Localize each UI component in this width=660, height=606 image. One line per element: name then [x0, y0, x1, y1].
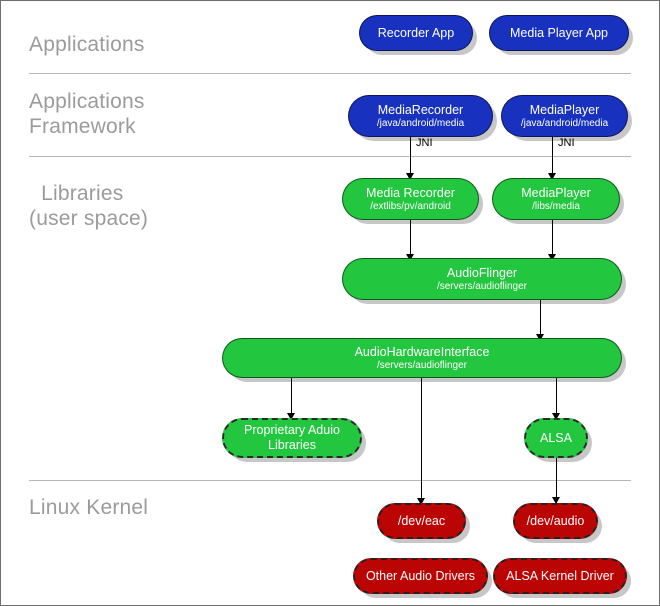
edge-label-jni-player: JNI [558, 137, 575, 149]
connector-alsa-to-dev-audio [556, 457, 557, 503]
layer-label-applications: Applications [29, 33, 145, 56]
connector-mediarecorderlib-to-audioflinger [410, 220, 411, 260]
edge-label-jni-recorder: JNI [416, 137, 433, 149]
arrowhead-mediaplayer-to-lib [548, 173, 556, 180]
node-audiohardwareinterface-subtitle: /servers/audioflinger [376, 359, 468, 371]
node-proprietary-audio-libraries[interactable]: Proprietary Aduio Libraries [222, 418, 362, 458]
node-mediaplayer-lib[interactable]: MediaPlayer /libs/media [492, 178, 620, 220]
node-mediarecorder-framework-subtitle: /java/android/media [376, 117, 465, 129]
connector-mediarecorder-to-lib [410, 137, 411, 179]
arrowhead-ahi-to-alsa [552, 413, 560, 420]
node-mediaplayer-framework-title: MediaPlayer [529, 102, 600, 117]
node-media-recorder-lib[interactable]: Media Recorder /extlibs/pv/android [342, 178, 479, 220]
node-dev-audio-title: /dev/audio [526, 514, 585, 528]
node-mediarecorder-framework[interactable]: MediaRecorder /java/android/media [348, 95, 493, 137]
node-media-recorder-lib-subtitle: /extlibs/pv/android [370, 200, 451, 212]
node-proprietary-audio-libraries-subtitle: Libraries [268, 438, 316, 452]
arrowhead-ahi-to-proprietary [287, 413, 295, 420]
node-proprietary-audio-libraries-title: Proprietary Aduio [244, 423, 340, 437]
arrowhead-alsa-to-dev-audio [552, 497, 560, 504]
connector-mediaplayer-to-lib [552, 137, 553, 179]
node-alsa-title: ALSA [540, 431, 572, 445]
connector-ahi-to-alsa [556, 376, 557, 419]
node-dev-eac[interactable]: /dev/eac [377, 503, 466, 539]
connector-audioflinger-to-ahi [540, 300, 541, 340]
divider-applications [29, 73, 631, 74]
connector-ahi-to-dev-eac [421, 376, 422, 504]
layer-label-applications-framework: Applications Framework [29, 90, 145, 138]
node-audioflinger-subtitle: /servers/audioflinger [436, 280, 528, 292]
node-alsa[interactable]: ALSA [524, 418, 588, 458]
layer-label-linux-kernel: Linux Kernel [29, 496, 149, 519]
divider-framework [29, 156, 631, 157]
node-audioflinger[interactable]: AudioFlinger /servers/audioflinger [342, 258, 622, 300]
node-mediaplayer-lib-subtitle: /libs/media [532, 200, 580, 212]
node-recorder-app-title: Recorder App [377, 26, 455, 40]
connector-mediaplayerlib-to-audioflinger [552, 220, 553, 260]
node-media-player-app[interactable]: Media Player App [489, 15, 629, 51]
node-other-audio-drivers-title: Other Audio Drivers [365, 569, 476, 583]
node-other-audio-drivers[interactable]: Other Audio Drivers [353, 558, 488, 594]
node-dev-eac-title: /dev/eac [397, 514, 446, 528]
node-media-player-app-title: Media Player App [510, 26, 608, 40]
layer-label-libraries: Libraries (user space) [29, 182, 149, 230]
node-audioflinger-title: AudioFlinger [446, 265, 518, 280]
node-alsa-kernel-driver[interactable]: ALSA Kernel Driver [493, 558, 627, 594]
divider-libraries [29, 480, 631, 481]
connector-ahi-to-proprietary [291, 376, 292, 419]
node-mediaplayer-framework-subtitle: /java/android/media [520, 117, 609, 129]
node-alsa-kernel-driver-title: ALSA Kernel Driver [506, 569, 614, 583]
arrowhead-mediarecorder-to-lib [406, 173, 414, 180]
node-recorder-app[interactable]: Recorder App [359, 15, 473, 51]
node-mediaplayer-framework[interactable]: MediaPlayer /java/android/media [501, 95, 628, 137]
arrowhead-ahi-to-dev-eac [417, 498, 425, 505]
node-media-recorder-lib-title: Media Recorder [366, 185, 455, 200]
node-mediaplayer-lib-title: MediaPlayer [521, 185, 591, 200]
node-audiohardwareinterface-title: AudioHardwareInterface [354, 344, 490, 359]
node-audiohardwareinterface[interactable]: AudioHardwareInterface /servers/audiofli… [222, 338, 622, 378]
node-mediarecorder-framework-title: MediaRecorder [377, 102, 464, 117]
node-dev-audio[interactable]: /dev/audio [513, 503, 598, 539]
